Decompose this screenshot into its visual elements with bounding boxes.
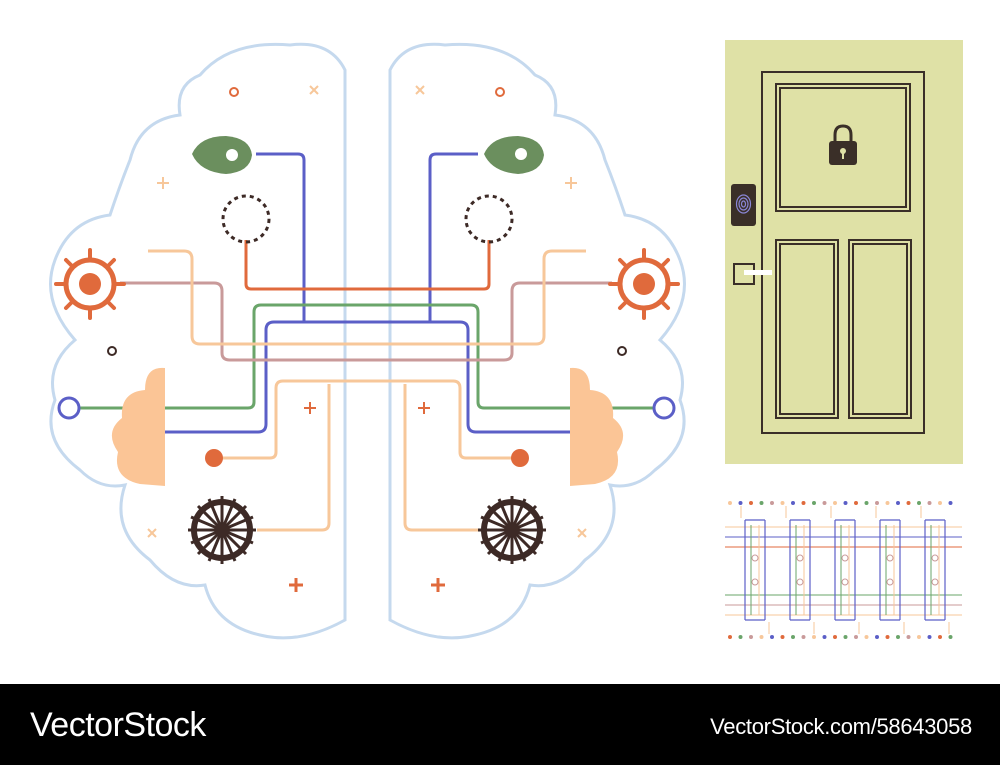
circuit-node (896, 635, 900, 639)
door-illustration (725, 40, 963, 464)
padlock-icon (829, 124, 857, 165)
circuit-node (931, 578, 939, 586)
circuit-node (770, 635, 774, 639)
circuit-node (728, 635, 732, 639)
footer-bar: VectorStock VectorStock.com/58643058 (0, 684, 1000, 765)
circuit-node (885, 635, 890, 639)
cloud-shape (111, 367, 165, 486)
terminal-dot-icon (511, 449, 529, 467)
brain-illustration (49, 42, 686, 640)
door-frame (761, 71, 925, 434)
circuit-node (822, 501, 827, 505)
blue-circuit-line (256, 152, 478, 324)
circuit-node (751, 578, 759, 586)
circuit-node (906, 501, 911, 505)
circuit-node (886, 554, 894, 562)
cloud-shape (570, 367, 624, 486)
green-circuit-line (80, 303, 655, 410)
location-pin-icon (484, 136, 544, 174)
circuit-node (801, 635, 806, 639)
dotted-circle-icon (221, 194, 271, 244)
circuit-node (812, 501, 816, 505)
circuit-node (906, 635, 911, 639)
circuit-node (843, 635, 848, 639)
circuit-node (749, 635, 753, 639)
circuit-node (896, 501, 900, 505)
orange-circuit-line (244, 240, 491, 291)
mauve-circuit-line (120, 281, 612, 362)
circuit-node (938, 635, 942, 639)
circuit-node (780, 635, 785, 639)
door-handle (733, 263, 772, 285)
circuit-node (948, 501, 953, 505)
circuit-node (875, 635, 879, 639)
terminal-circle-icon (57, 396, 81, 420)
circuit-node (738, 635, 743, 639)
gear-icon (608, 248, 680, 320)
circuit-node (833, 501, 837, 505)
circuit-node (917, 635, 921, 639)
peach-circuit-line (148, 249, 586, 346)
circuit-node (770, 501, 774, 505)
circuit-node (886, 578, 894, 586)
circuit-node (841, 578, 849, 586)
circuit-node (938, 501, 942, 505)
circuit-node (791, 635, 795, 639)
circuit-node (728, 501, 732, 505)
ship-wheel-icon (188, 496, 256, 564)
circuit-node (749, 501, 753, 505)
circuit-node (885, 501, 890, 505)
circuit-node (822, 635, 827, 639)
circuit-node (843, 501, 848, 505)
circuit-node (864, 635, 869, 639)
circuit-node (791, 501, 795, 505)
illustration-canvas (49, 40, 963, 640)
circuit-node (738, 501, 743, 505)
circuit-node (759, 501, 764, 505)
circuit-node (796, 554, 804, 562)
circuit-node (751, 554, 759, 562)
circuit-node (948, 635, 953, 639)
image-id-text: VectorStock.com/58643058 (710, 714, 972, 739)
peach-circuit-line (214, 379, 520, 460)
circuit-node (812, 635, 816, 639)
peach-circuit-line (257, 384, 331, 532)
circuit-node (875, 501, 879, 505)
blue-circuit-line (165, 320, 570, 434)
circuit-node (833, 635, 837, 639)
fingerprint-icon (731, 184, 756, 226)
terminal-dot-icon (205, 449, 223, 467)
circuit-node (759, 635, 764, 639)
circuit-node (927, 501, 932, 505)
brain-circuit-lines (80, 152, 655, 532)
circuit-node (864, 501, 869, 505)
circuit-node (917, 501, 921, 505)
circuit-node (801, 501, 806, 505)
circuit-node (780, 501, 785, 505)
circuit-node (931, 554, 939, 562)
location-pin-icon (192, 136, 252, 174)
gear-icon (54, 248, 126, 320)
brain-right-hemisphere (388, 42, 686, 640)
peach-circuit-line (403, 384, 478, 532)
circuit-node (854, 635, 858, 639)
circuit-node (841, 554, 849, 562)
circuit-pattern-illustration (725, 501, 962, 639)
circuit-node (927, 635, 932, 639)
brand-logo-text[interactable]: VectorStock (30, 706, 206, 744)
ship-wheel-icon (478, 496, 546, 564)
decorative-marks (107, 85, 627, 592)
circuit-node (796, 578, 804, 586)
door-background-panel (725, 40, 963, 464)
dotted-circle-icon (464, 194, 514, 244)
circuit-node (854, 501, 858, 505)
brain-left-hemisphere (49, 42, 347, 640)
terminal-circle-icon (652, 396, 676, 420)
